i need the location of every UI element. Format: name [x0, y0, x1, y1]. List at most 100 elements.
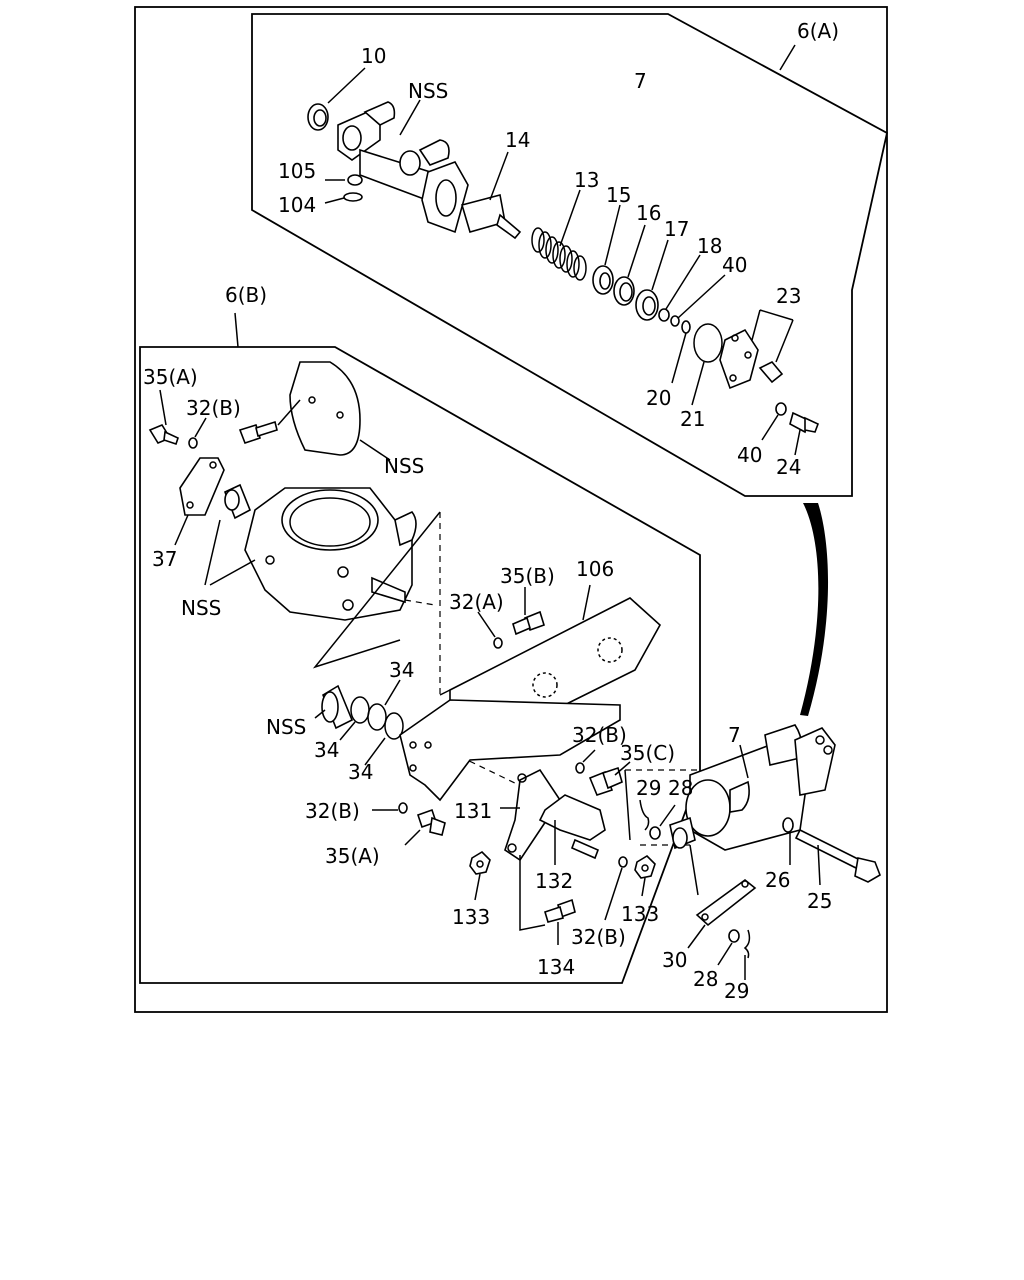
part-21: [693, 323, 723, 363]
part-25: [794, 828, 881, 883]
master-cylinder-body: [337, 101, 469, 234]
part-34-b: [367, 703, 387, 731]
part-40-top: [670, 315, 680, 327]
part-35c: [588, 766, 623, 796]
label-40-top: 40: [722, 253, 747, 277]
nss-ring: [321, 684, 354, 730]
label-35a-bottom: 35(A): [325, 844, 380, 868]
part-14: [460, 194, 522, 240]
slave-housing: [244, 487, 417, 621]
part-32b-bottom: [618, 856, 628, 868]
label-34-bottom: 34: [348, 760, 373, 784]
part-28-top: [649, 826, 661, 840]
part-35b: [512, 610, 545, 636]
label-35b: 35(B): [500, 564, 555, 588]
part-105: [347, 174, 363, 186]
part-40-bottom: [775, 402, 787, 416]
part-35a-bottom: [416, 808, 446, 836]
part-26: [782, 817, 794, 833]
label-24: 24: [776, 455, 801, 479]
label-34-top: 34: [389, 658, 414, 682]
label-15: 15: [606, 183, 631, 207]
part-32b-left: [398, 802, 408, 814]
label-32b-top: 32(B): [186, 396, 241, 420]
label-40-bottom: 40: [737, 443, 762, 467]
label-21: 21: [680, 407, 705, 431]
label-17: 17: [664, 217, 689, 241]
part-104: [343, 192, 363, 202]
label-nss-cover: NSS: [384, 454, 424, 478]
part-134: [544, 898, 576, 923]
part-32a: [493, 637, 503, 649]
label-29-top: 29: [636, 776, 661, 800]
cover-plate: [289, 361, 361, 456]
part-37: [179, 457, 225, 516]
label-34-mid: 34: [314, 738, 339, 762]
connection-arrow: [800, 503, 829, 716]
label-32b-left: 32(B): [305, 799, 360, 823]
label-106: 106: [576, 557, 614, 581]
cover-bolt: [238, 420, 278, 445]
label-134: 134: [537, 955, 575, 979]
label-7-top: 7: [634, 69, 647, 93]
label-32b-bottom: 32(B): [571, 925, 626, 949]
part-35a-top: [148, 423, 179, 446]
bushing: [223, 483, 252, 520]
part-20: [681, 320, 691, 334]
part-15: [592, 265, 614, 295]
label-nss-top: NSS: [408, 79, 448, 103]
label-32a: 32(A): [449, 590, 504, 614]
part-34-c: [384, 712, 404, 740]
part-133-left: [469, 850, 491, 875]
label-13: 13: [574, 168, 599, 192]
part-133-right: [634, 854, 656, 879]
label-32b-mid: 32(B): [572, 723, 627, 747]
part-30: [695, 878, 757, 927]
label-131: 131: [454, 799, 492, 823]
part-32b-top: [188, 437, 198, 449]
label-28-top: 28: [668, 776, 693, 800]
label-133-right: 133: [621, 902, 659, 926]
label-6a: 6(A): [797, 19, 839, 43]
part-34-a: [350, 696, 370, 724]
part-7-bottom: [669, 724, 836, 851]
label-37: 37: [152, 547, 177, 571]
label-14: 14: [505, 128, 530, 152]
label-16: 16: [636, 201, 661, 225]
mounting-bracket: [399, 699, 621, 802]
label-23: 23: [776, 284, 801, 308]
part-131: [504, 768, 561, 862]
part-23: [719, 328, 784, 390]
label-132: 132: [535, 869, 573, 893]
part-28-bottom: [728, 929, 740, 943]
part-24: [789, 411, 820, 434]
part-32b-mid: [575, 762, 585, 774]
group-6a-frame: [251, 13, 889, 497]
part-13-spring: [531, 227, 587, 281]
label-nss-ring: NSS: [266, 715, 306, 739]
label-35a-top: 35(A): [143, 365, 198, 389]
part-18: [658, 308, 670, 322]
label-25: 25: [807, 889, 832, 913]
part-29-top: [639, 799, 650, 831]
label-26: 26: [765, 868, 790, 892]
label-6b: 6(B): [225, 283, 267, 307]
part-132: [538, 794, 606, 860]
label-20: 20: [646, 386, 671, 410]
label-nss-body: NSS: [181, 596, 221, 620]
label-35c: 35(C): [620, 741, 675, 765]
part-16: [613, 276, 635, 306]
label-105: 105: [278, 159, 316, 183]
label-104: 104: [278, 193, 316, 217]
part-17: [635, 289, 659, 321]
label-10: 10: [361, 44, 386, 68]
label-28-bottom: 28: [693, 967, 718, 991]
part-29-bottom: [743, 929, 751, 959]
label-7-bottom: 7: [728, 723, 741, 747]
outer-frame: [134, 6, 888, 1013]
label-133-left: 133: [452, 905, 490, 929]
label-30: 30: [662, 948, 687, 972]
label-18: 18: [697, 234, 722, 258]
part-10: [307, 103, 329, 131]
